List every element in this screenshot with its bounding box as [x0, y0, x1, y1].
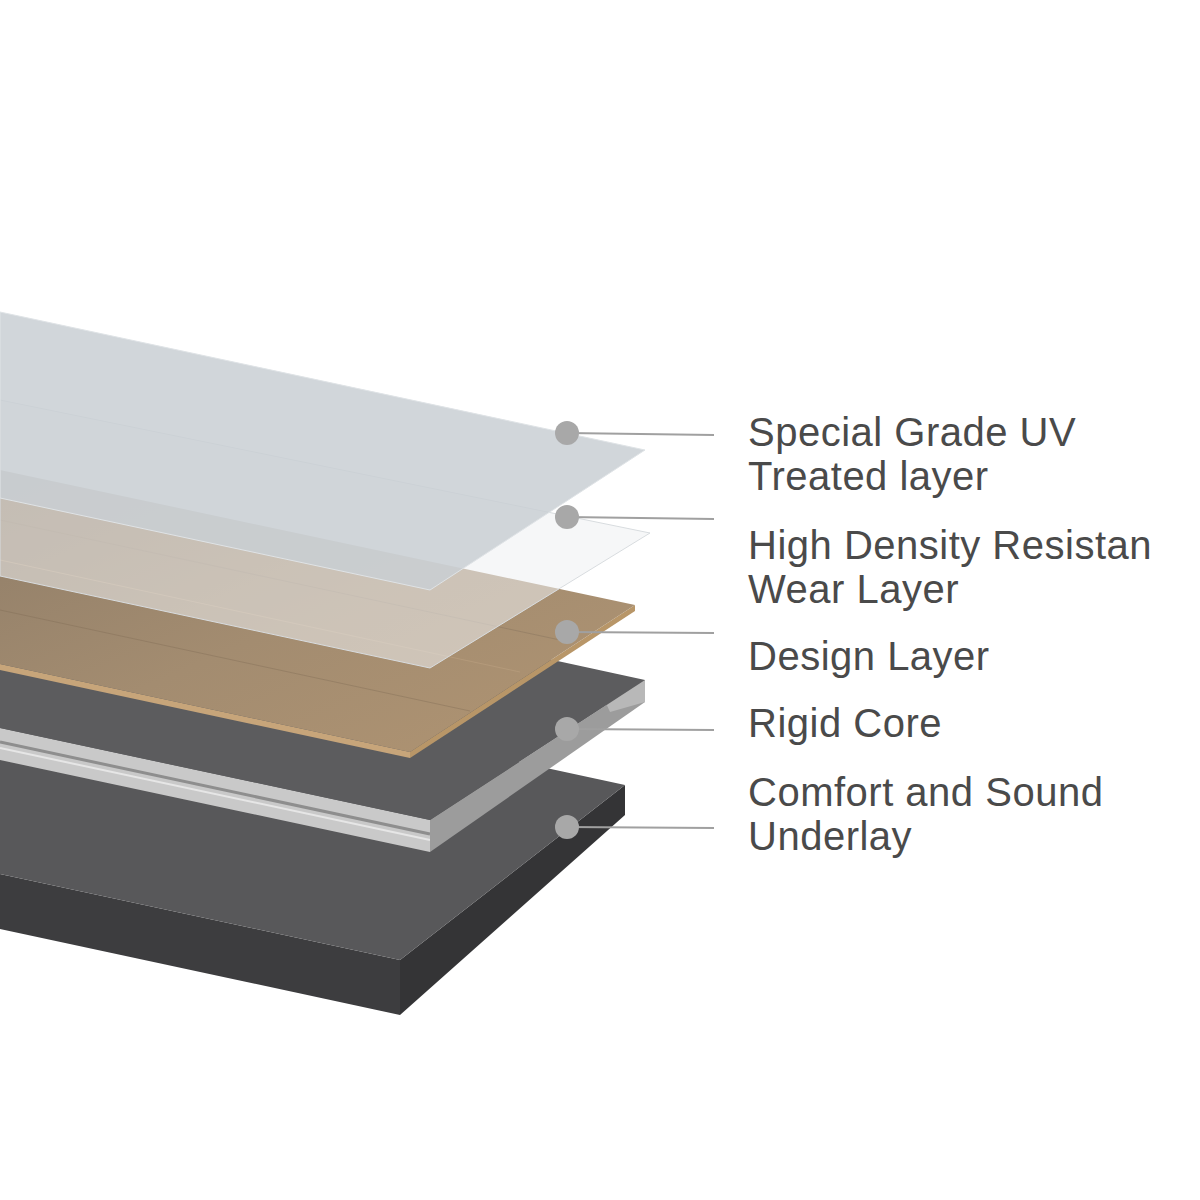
layer-label: High Density Resistan Wear Layer: [748, 523, 1188, 611]
leader-lines: [555, 421, 714, 839]
layer-label: Special Grade UV Treated layer: [748, 410, 1188, 498]
layer-label: Design Layer: [748, 634, 1188, 678]
layer-label: Comfort and Sound Underlay: [748, 770, 1188, 858]
uv-layer: [0, 312, 645, 590]
layer-label: Rigid Core: [748, 701, 1188, 745]
